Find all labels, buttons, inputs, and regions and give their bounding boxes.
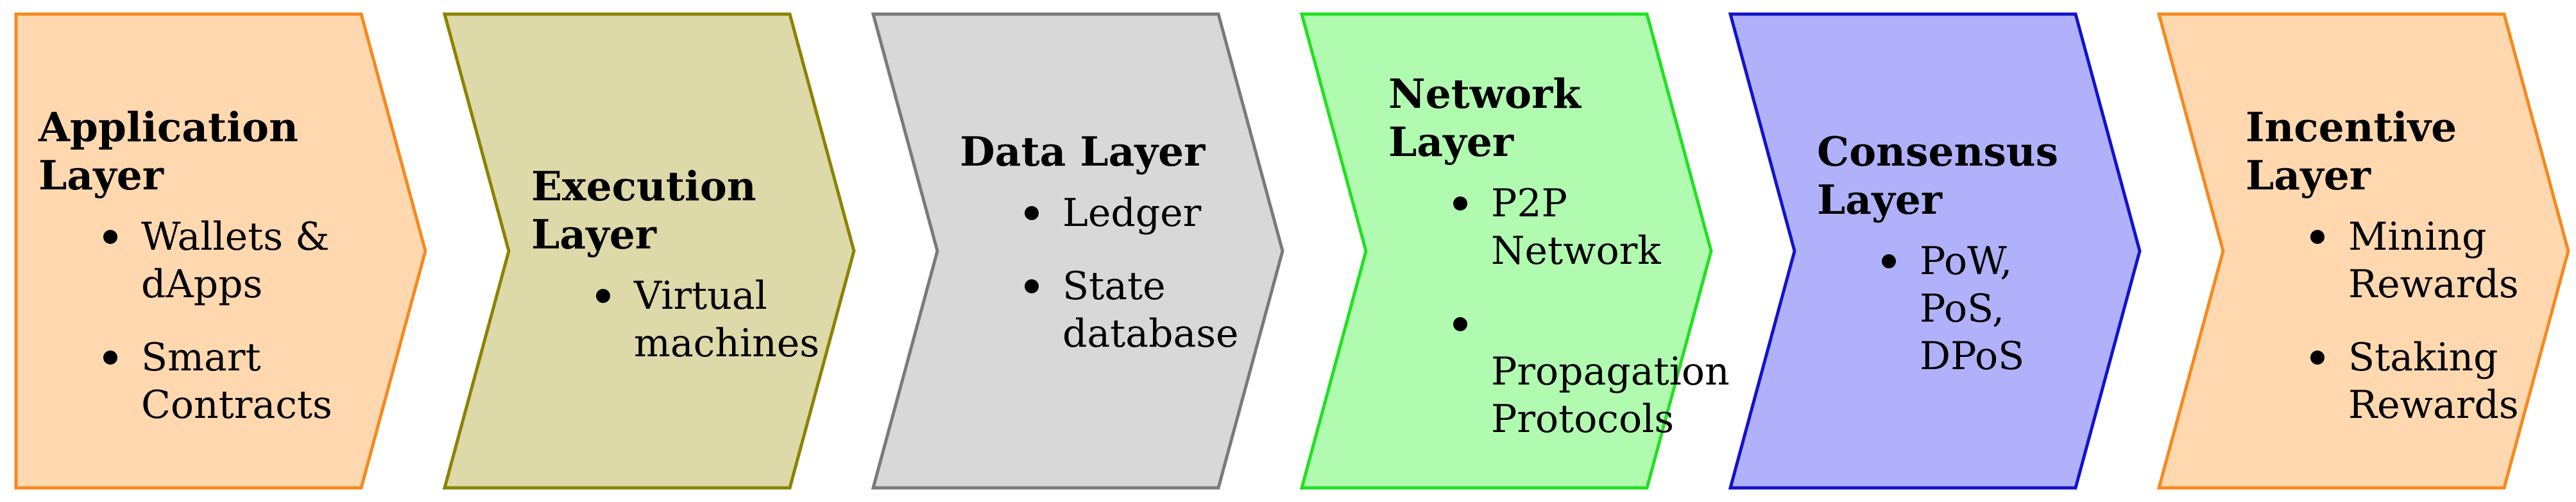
list-item-text: Protocols [1491, 397, 1674, 442]
list-item-text: PoW, [1920, 239, 2012, 284]
list-item-text: DPoS [1920, 334, 2024, 379]
bullet-icon [2310, 230, 2324, 244]
list-item-text: machines [634, 321, 819, 366]
chevron-incentive-layer [2156, 12, 2570, 490]
layer-title: Layer [38, 151, 164, 199]
list-item-text: Rewards [2348, 262, 2519, 307]
bullet-icon [596, 289, 610, 303]
list-item-text: Staking [2348, 335, 2498, 380]
list-item-text: Wallets & [141, 214, 330, 259]
layer-title: Data Layer [960, 128, 1206, 175]
bullet-icon [103, 230, 117, 244]
list-item-text: Mining [2348, 214, 2487, 259]
chevron-data-layer [871, 12, 1284, 490]
layer-title: Layer [2246, 151, 2371, 199]
layer-title: Layer [1817, 176, 1943, 223]
list-item-text: Ledger [1062, 191, 1202, 236]
list-item-text: PoS, [1920, 286, 2004, 331]
bullet-icon [1453, 196, 1467, 211]
bullet-icon [1453, 317, 1467, 331]
list-item-text: Virtual [633, 273, 767, 318]
layer-block-network-layer: NetworkLayerP2PNetworkPropagationProtoco… [1388, 70, 1730, 442]
list-item-text: database [1062, 311, 1239, 356]
layer-title: Application [38, 103, 298, 151]
layer-title: Network [1388, 70, 1582, 117]
layer-title: Execution [531, 162, 756, 210]
layer-title: Layer [1388, 118, 1514, 166]
chevron-shapes [14, 12, 2570, 490]
list-item-text: Smart [141, 335, 261, 380]
list-item-text: Network [1491, 229, 1661, 273]
bullet-icon [1025, 206, 1039, 220]
layer-title: Incentive [2246, 103, 2457, 151]
layer-block-incentive-layer: IncentiveLayerMiningRewardsStakingReward… [2246, 103, 2519, 428]
chevron-network-layer [1299, 12, 1713, 490]
bullet-icon [103, 351, 117, 365]
chevron-consensus-layer [1728, 12, 2142, 490]
bullet-icon [1025, 279, 1039, 293]
chevron-execution-layer [442, 12, 856, 490]
list-item-text: Contracts [141, 383, 332, 428]
bullet-icon [2310, 351, 2324, 365]
layer-title: Layer [531, 211, 657, 258]
bullet-icon [1882, 254, 1896, 268]
list-item-text: State [1062, 264, 1166, 309]
list-item-text: P2P [1491, 181, 1567, 226]
chevron-application-layer [14, 12, 427, 490]
list-item-text: dApps [141, 262, 262, 307]
layer-title: Consensus [1817, 128, 2058, 175]
list-item-text: Propagation [1491, 349, 1730, 394]
list-item-text: Rewards [2348, 383, 2519, 428]
